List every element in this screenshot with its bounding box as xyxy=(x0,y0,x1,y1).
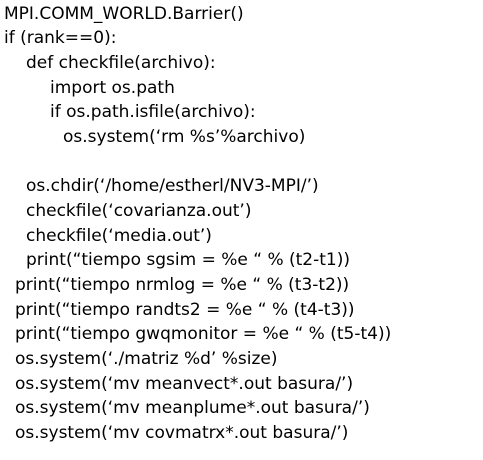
code-line: os.system(‘rm %s’%archivo) xyxy=(63,127,306,147)
code-line: if os.path.isfile(archivo): xyxy=(50,102,256,122)
code-line: checkfile(‘media.out’) xyxy=(26,226,212,246)
code-line: print(“tiempo sgsim = %e “ % (t2-t1)) xyxy=(26,250,351,270)
code-line: import os.path xyxy=(50,78,175,98)
code-line: os.system(‘./matriz %d’ %size) xyxy=(15,349,278,369)
code-line: os.chdir(‘/home/estherl/NV3-MPI/’) xyxy=(26,176,319,196)
code-line: os.system(‘mv meanplume*.out basura/’) xyxy=(15,398,370,418)
code-line: os.system(‘mv covmatrx*.out basura/’) xyxy=(15,423,349,443)
code-line: print(“tiempo nrmlog = %e “ % (t3-t2)) xyxy=(15,275,350,295)
code-line: print(“tiempo randts2 = %e “ % (t4-t3)) xyxy=(15,300,355,320)
code-line: os.system(‘mv meanvect*.out basura/’) xyxy=(15,374,354,394)
code-line: MPI.COMM_WORLD.Barrier() xyxy=(4,4,244,24)
code-line: if (rank==0): xyxy=(4,28,117,48)
code-line: print(“tiempo gwqmonitor = %e “ % (t5-t4… xyxy=(15,324,392,344)
code-line: checkfile(‘covarianza.out’) xyxy=(26,201,252,221)
code-line: def checkfile(archivo): xyxy=(26,53,216,73)
